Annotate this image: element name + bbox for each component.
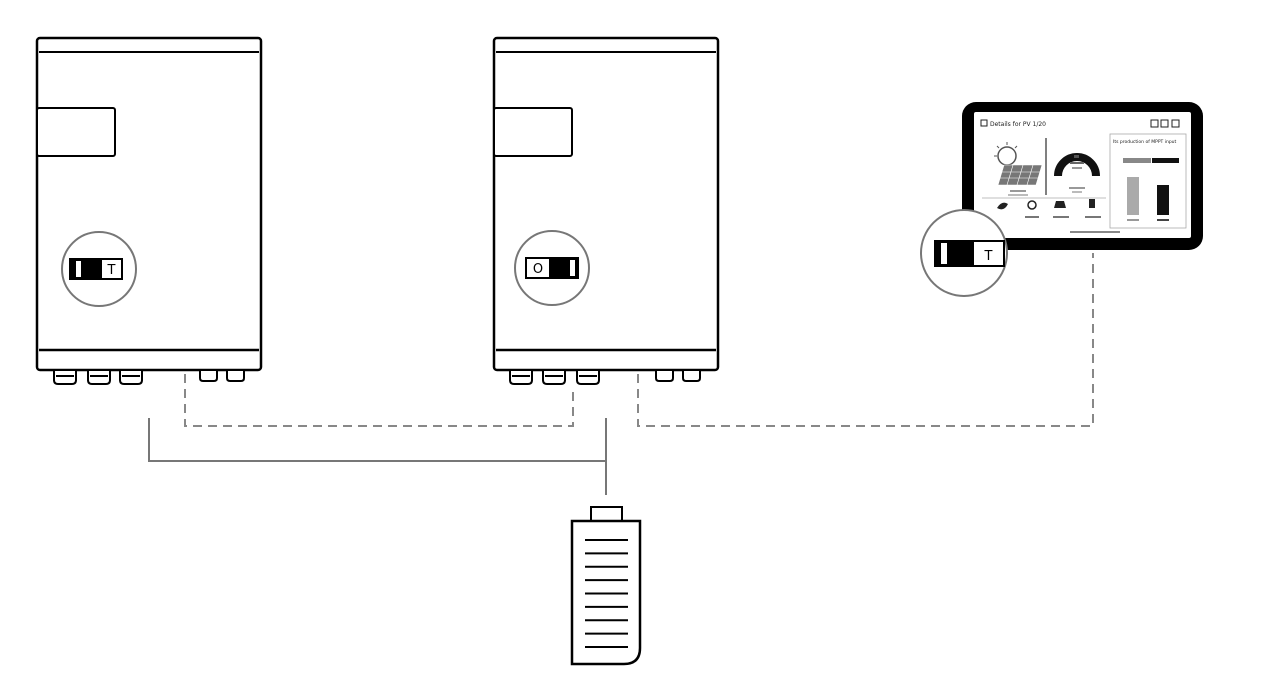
battery-terminal: [590, 506, 623, 522]
screen-production-panel: Its production of MPPT input: [1109, 133, 1187, 229]
communication-wiring: [184, 253, 1094, 427]
inverter-left-glands: [53, 369, 245, 385]
screen-pv-panel: [994, 142, 1043, 196]
battery-level-lines: [585, 539, 628, 648]
inverter-left-body: [35, 36, 263, 372]
power-wiring: [148, 418, 607, 495]
panel-title: Its production of MPPT input: [1113, 139, 1177, 145]
screen-gauge: [1054, 153, 1100, 193]
display-unit: Details for PV 1/20: [920, 102, 1203, 297]
leaf-icon: [997, 202, 1008, 210]
screen-home-icon[interactable]: [980, 119, 988, 127]
tree-icon: [1054, 201, 1066, 208]
inverter-left-display-window: [36, 107, 116, 157]
inverter-right-body: [492, 36, 720, 372]
screen-scroll-indicator: [1070, 231, 1120, 233]
pv-array-icon: [997, 164, 1043, 186]
screen-header-buttons[interactable]: [1150, 119, 1180, 128]
screen-stat-icons: [997, 199, 1101, 218]
chart-bar-grey: [1127, 177, 1139, 215]
battery: [570, 506, 642, 666]
power-line-left: [148, 418, 606, 462]
panel-tab-right[interactable]: [1152, 158, 1179, 163]
display-switch-on-label: T: [984, 249, 993, 264]
inverter-right-display-window: [493, 107, 573, 157]
screen-title: Details for PV 1/20: [990, 121, 1046, 128]
chart-bar-black: [1157, 185, 1169, 215]
comm-line-left-to-right: [184, 374, 574, 427]
inverter-left: T: [35, 36, 263, 385]
co2-icon: [1027, 200, 1037, 210]
inverter-right-switch-off-label: O: [533, 262, 543, 277]
inverter-right: O: [492, 36, 720, 385]
panel-tab-left[interactable]: [1123, 158, 1151, 163]
inverter-right-glands: [509, 369, 701, 385]
inverter-left-switch-on-label: T: [107, 263, 116, 278]
coal-icon: [1089, 199, 1095, 208]
comm-line-right-to-display: [637, 253, 1094, 427]
